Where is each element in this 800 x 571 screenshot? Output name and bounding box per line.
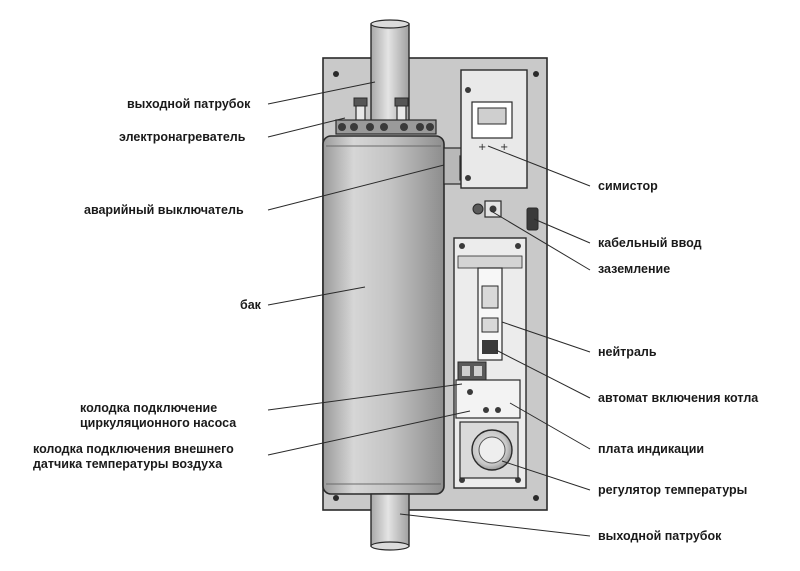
label-temperature-regulator: регулятор температуры [598, 483, 748, 497]
label-tank: бак [240, 298, 261, 312]
svg-text:+: + [478, 142, 486, 153]
tank [322, 135, 445, 495]
label-outlet-pipe-bottom: выходной патрубок [598, 529, 722, 543]
label-ground: заземление [598, 262, 671, 276]
temperature-regulator [459, 421, 519, 479]
label-neutral: нейтраль [598, 345, 657, 359]
heating-element [335, 97, 437, 135]
cable-entry [526, 207, 539, 231]
label-heating-element: электронагреватель [119, 130, 246, 144]
outlet-pipe-bottom [370, 493, 410, 551]
ground-terminal [472, 200, 502, 218]
label-pump-terminal-line2: циркуляционного насоса [80, 416, 237, 430]
label-sensor-terminal-line2: датчика температуры воздуха [33, 457, 223, 471]
label-cable-entry: кабельный ввод [598, 236, 702, 250]
label-indicator-board: плата индикации [598, 442, 705, 456]
label-emergency-switch: аварийный выключатель [84, 203, 244, 217]
svg-text:+: + [500, 142, 508, 153]
indicator-board [455, 379, 521, 419]
pump-terminal-block [457, 361, 487, 381]
circuit-breaker [477, 267, 503, 361]
label-pump-terminal-line1: колодка подключение [80, 401, 218, 415]
triac: + + [460, 69, 528, 189]
label-circuit-breaker: автомат включения котла [598, 391, 759, 405]
label-outlet-pipe-top: выходной патрубок [127, 97, 251, 111]
label-sensor-terminal-line1: колодка подключения внешнего [33, 442, 234, 456]
label-triac: симистор [598, 179, 658, 193]
leader-lines [267, 81, 591, 537]
